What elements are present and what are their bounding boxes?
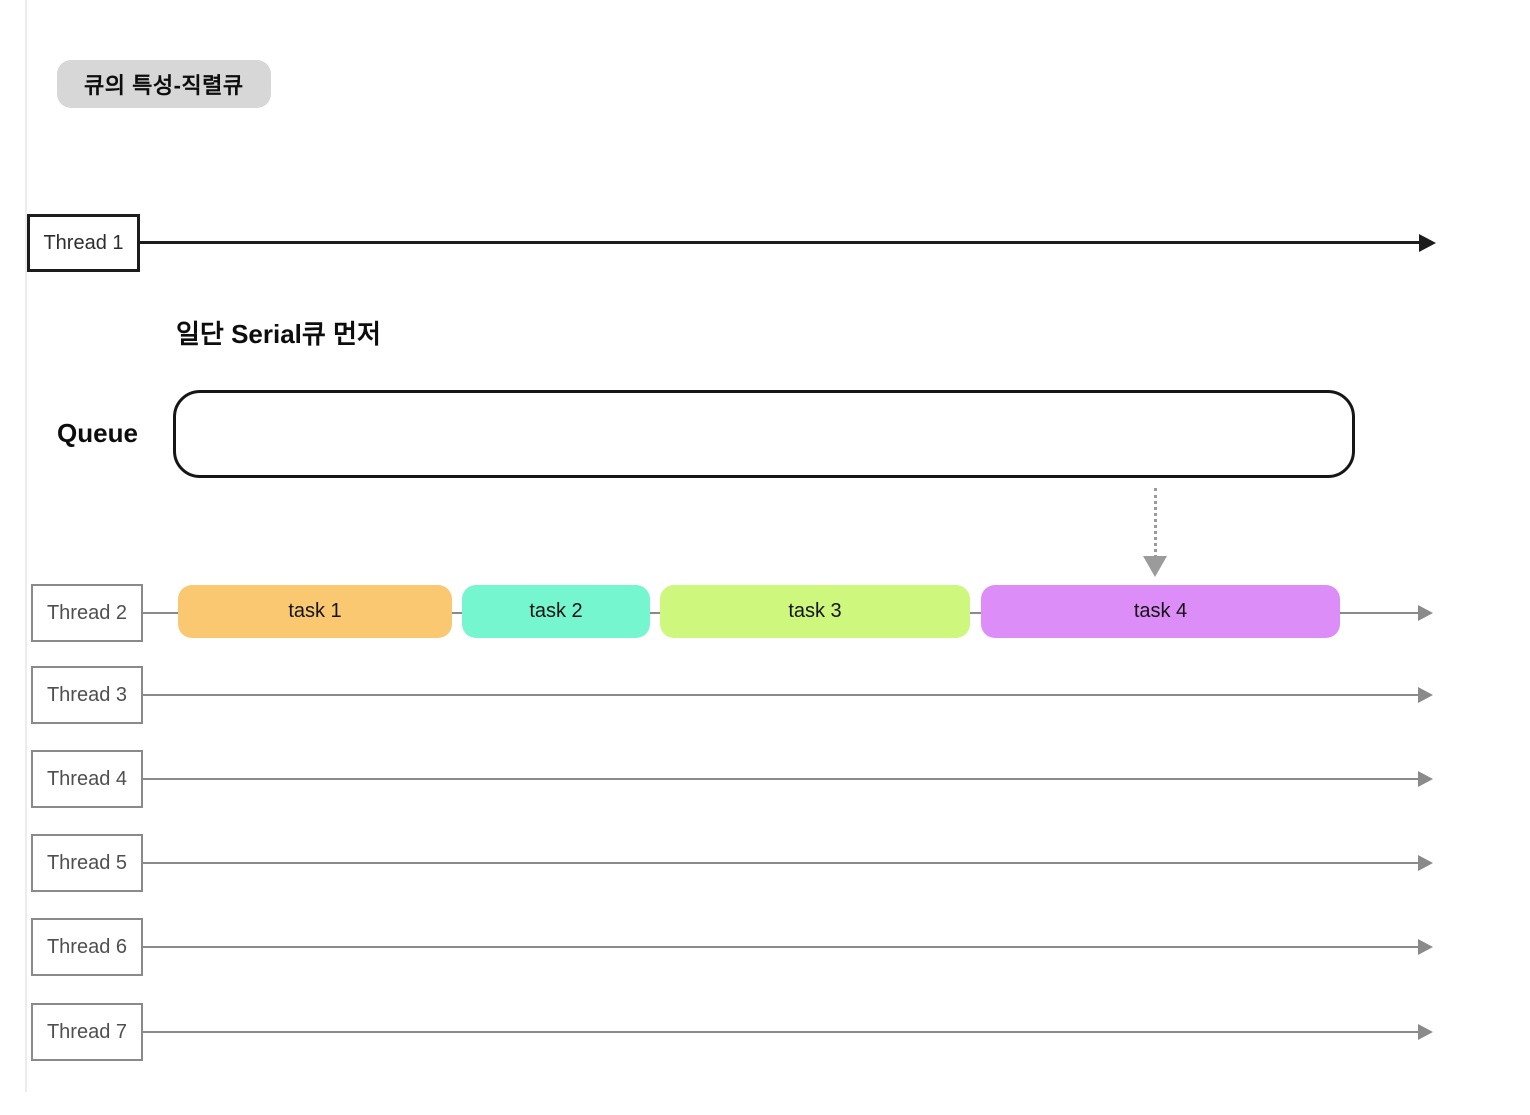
annotation-text: 일단 Serial큐 먼저	[176, 319, 381, 349]
title-badge: 큐의 특성-직렬큐	[57, 60, 271, 108]
page-edge-line	[25, 0, 27, 1092]
thread-2-arrowhead-icon	[1418, 605, 1433, 621]
thread-6-arrowhead-icon	[1418, 939, 1433, 955]
thread-7-arrowhead-icon	[1418, 1024, 1433, 1040]
task-3-pill: task 3	[660, 585, 970, 638]
thread-6-label: Thread 6	[46, 935, 128, 958]
thread-3-box: Thread 3	[31, 666, 143, 724]
thread-6-box: Thread 6	[31, 918, 143, 976]
thread-1-timeline	[140, 241, 1420, 244]
thread-5-timeline	[143, 862, 1420, 864]
thread-7-box: Thread 7	[31, 1003, 143, 1061]
queue-label: Queue	[57, 418, 138, 448]
thread-1-box: Thread 1	[27, 214, 140, 272]
thread-3-timeline	[143, 694, 1420, 696]
task-4-pill: task 4	[981, 585, 1340, 638]
task-2-pill: task 2	[462, 585, 650, 638]
thread-4-arrowhead-icon	[1418, 771, 1433, 787]
thread-5-arrowhead-icon	[1418, 855, 1433, 871]
thread-1-label: Thread 1	[43, 231, 124, 254]
thread-3-label: Thread 3	[46, 683, 128, 706]
thread-4-label: Thread 4	[46, 767, 128, 790]
thread-5-box: Thread 5	[31, 834, 143, 892]
thread-5-label: Thread 5	[46, 851, 128, 874]
thread-2-box: Thread 2	[31, 584, 143, 642]
thread-1-arrowhead-icon	[1419, 234, 1436, 252]
task-1-pill: task 1	[178, 585, 452, 638]
queue-box	[173, 390, 1355, 478]
thread-4-box: Thread 4	[31, 750, 143, 808]
thread-3-arrowhead-icon	[1418, 687, 1433, 703]
queue-to-task4-arrow	[1154, 488, 1157, 558]
thread-7-label: Thread 7	[46, 1020, 128, 1043]
thread-4-timeline	[143, 778, 1420, 780]
queue-to-task4-arrowhead-icon	[1143, 556, 1167, 577]
thread-7-timeline	[143, 1031, 1420, 1033]
thread-6-timeline	[143, 946, 1420, 948]
thread-2-label: Thread 2	[46, 601, 128, 624]
